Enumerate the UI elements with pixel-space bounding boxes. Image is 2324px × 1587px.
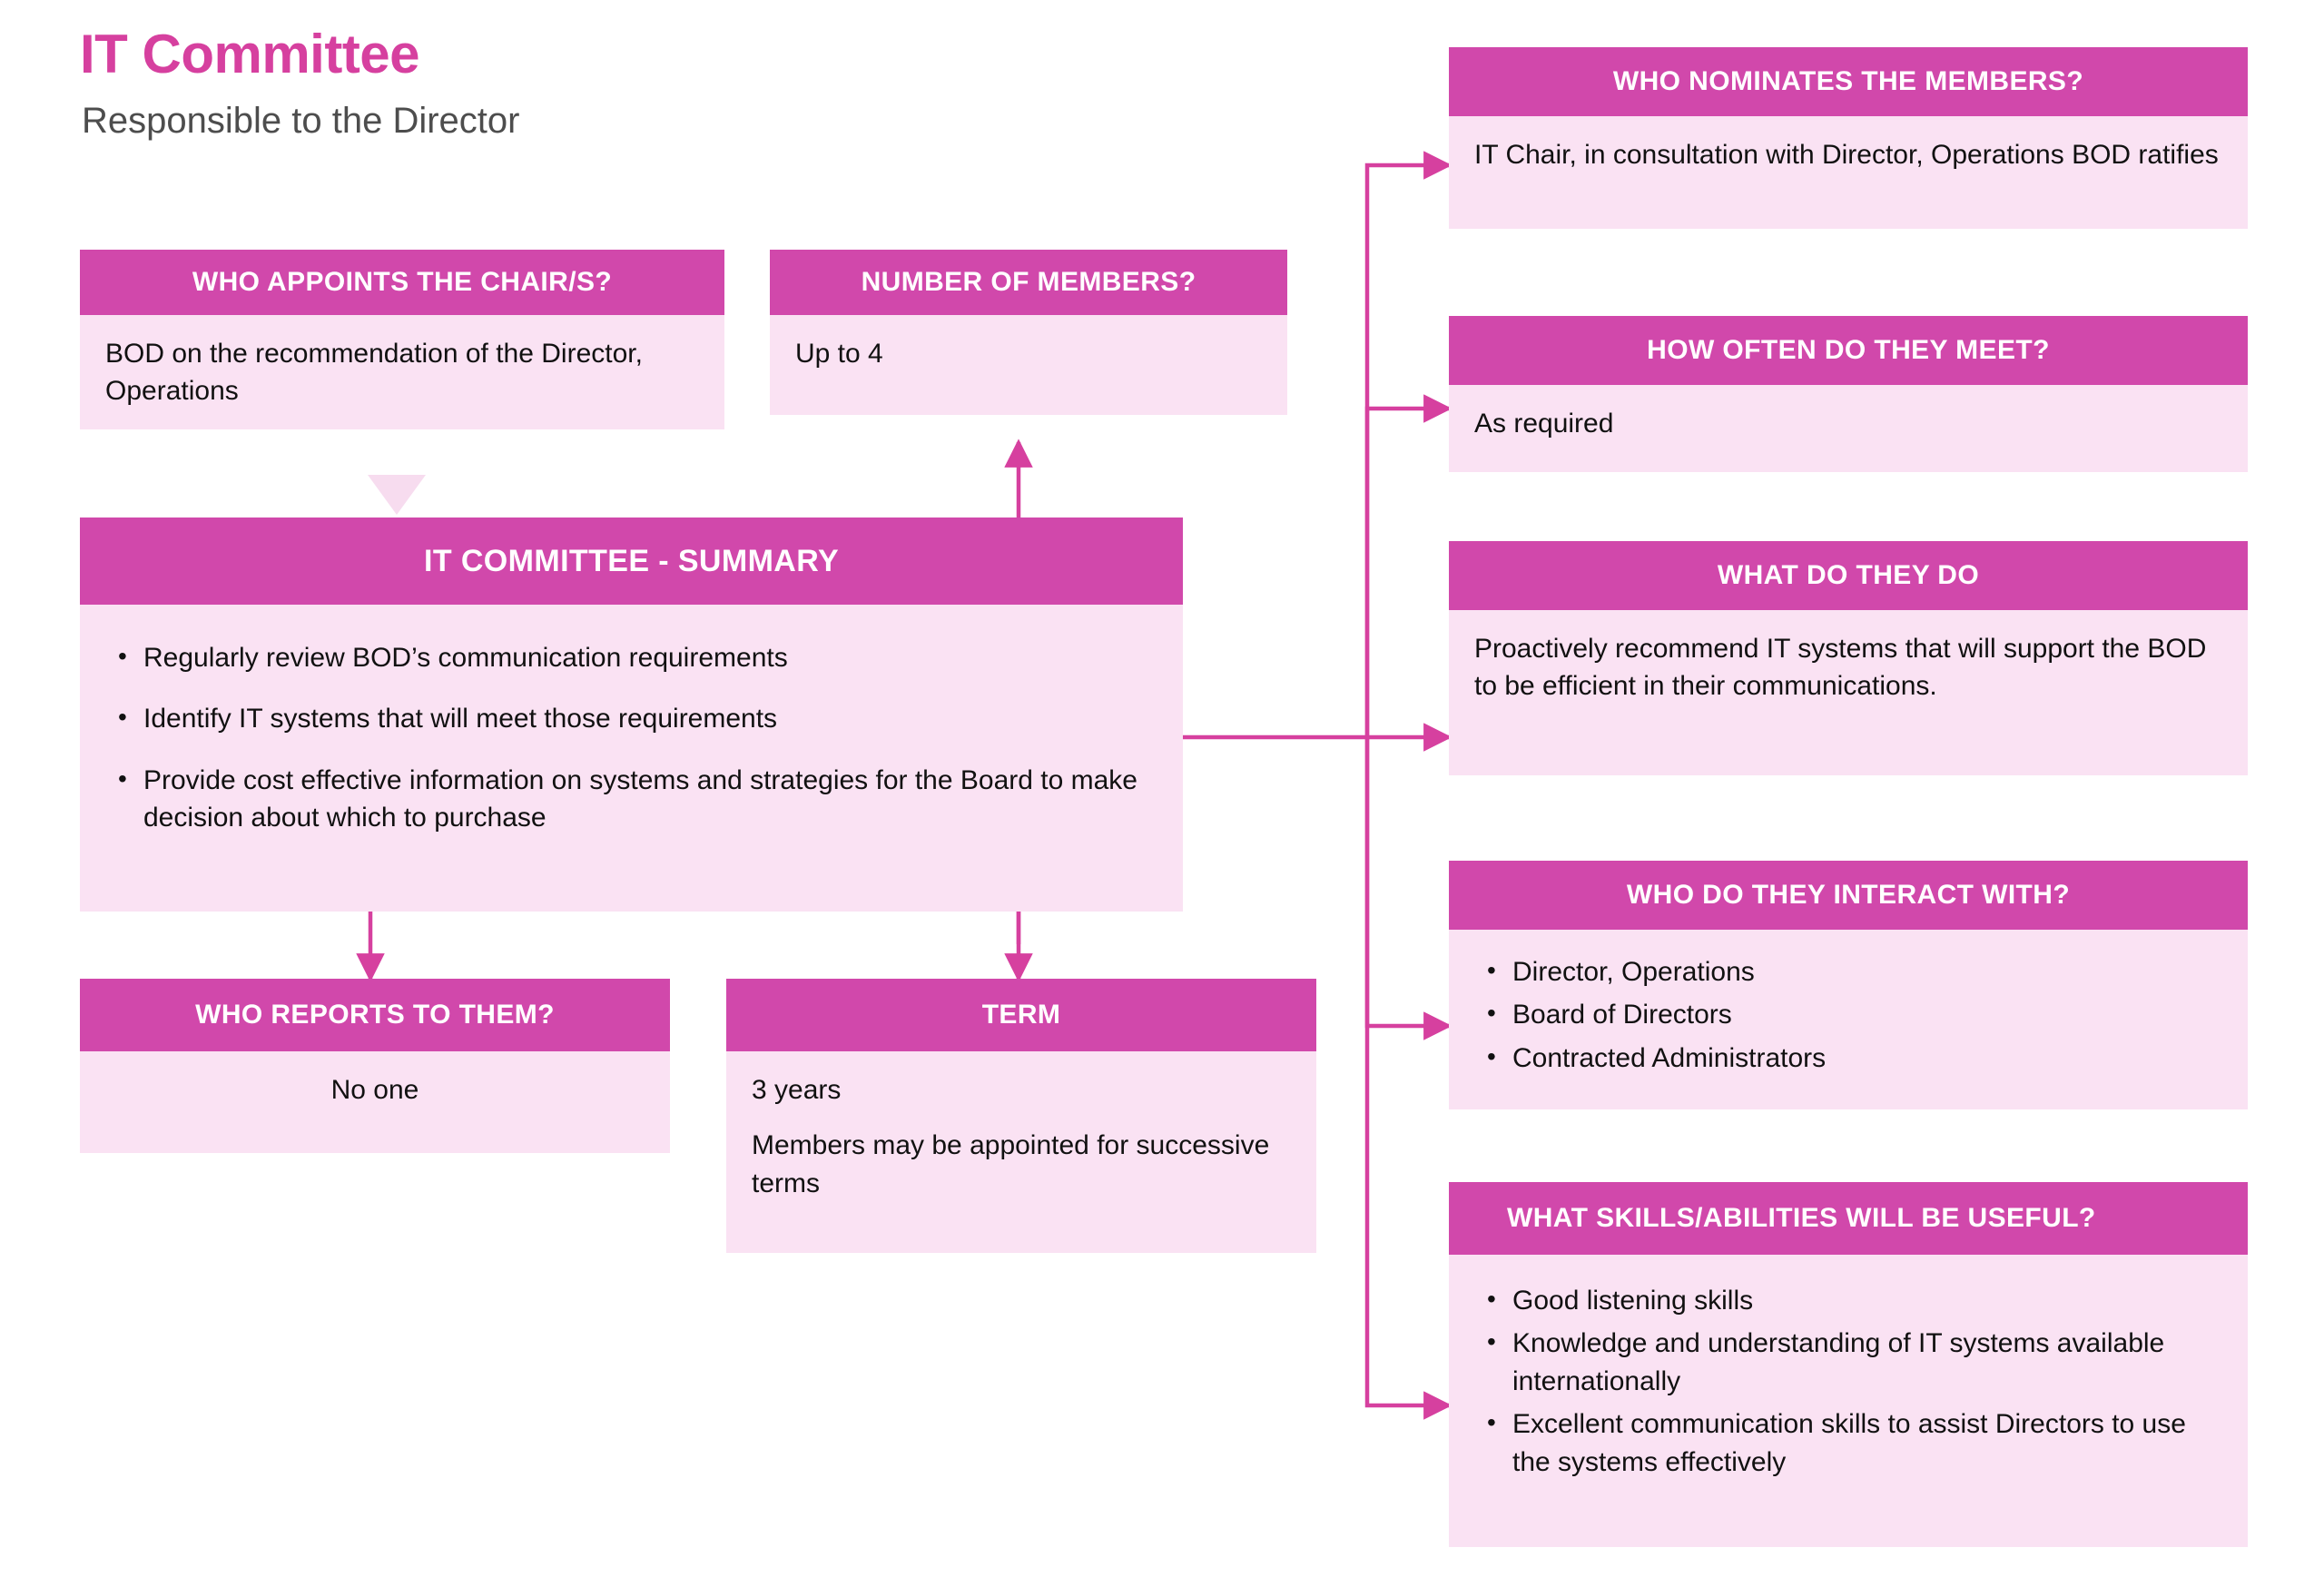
card-what-skills-will-be-useful: WHAT SKILLS/ABILITIES WILL BE USEFUL? Go… [1449, 1182, 2248, 1547]
card-title-how-often: HOW OFTEN DO THEY MEET? [1449, 316, 2248, 385]
card-title-summary: IT COMMITTEE - SUMMARY [80, 518, 1183, 605]
card-number-of-members: NUMBER OF MEMBERS? Up to 4 [770, 250, 1287, 415]
page-title: IT Committee [80, 24, 420, 84]
card-title-term: TERM [726, 979, 1316, 1051]
list-item: Board of Directors [1487, 996, 2222, 1033]
card-body-what-skills: Good listening skills Knowledge and unde… [1449, 1255, 2248, 1547]
summary-bullet-list: Regularly review BOD’s communication req… [105, 639, 1157, 837]
list-item: Knowledge and understanding of IT system… [1487, 1325, 2222, 1400]
card-text-how-often: As required [1474, 409, 1614, 439]
card-body-summary: Regularly review BOD’s communication req… [80, 605, 1183, 912]
card-how-often-do-they-meet: HOW OFTEN DO THEY MEET? As required [1449, 316, 2248, 472]
card-title-what-skills: WHAT SKILLS/ABILITIES WILL BE USEFUL? [1449, 1182, 2248, 1255]
interact-bullet-list: Director, Operations Board of Directors … [1474, 953, 2222, 1077]
card-who-nominates-the-members: WHO NOMINATES THE MEMBERS? IT Chair, in … [1449, 47, 2248, 229]
list-item: Regularly review BOD’s communication req… [118, 639, 1157, 676]
card-body-who-nominates: IT Chair, in consultation with Director,… [1449, 116, 2248, 229]
card-title-who-reports: WHO REPORTS TO THEM? [80, 979, 670, 1051]
list-item: Good listening skills [1487, 1282, 2222, 1319]
card-body-term: 3 years Members may be appointed for suc… [726, 1051, 1316, 1253]
card-title-who-interact: WHO DO THEY INTERACT WITH? [1449, 861, 2248, 930]
list-item: Director, Operations [1487, 953, 2222, 991]
card-body-number-of-members: Up to 4 [770, 315, 1287, 415]
card-body-who-appoints: BOD on the recommendation of the Directo… [80, 315, 724, 429]
list-item: Provide cost effective information on sy… [118, 762, 1157, 837]
card-text-who-reports: No one [330, 1075, 419, 1105]
card-text-term-renewal: Members may be appointed for successive … [752, 1130, 1270, 1198]
card-text-term-duration: 3 years [752, 1075, 842, 1105]
card-text-who-nominates: IT Chair, in consultation with Director,… [1474, 140, 2219, 170]
card-term: TERM 3 years Members may be appointed fo… [726, 979, 1316, 1253]
card-text-number-of-members: Up to 4 [795, 339, 883, 369]
page-subtitle: Responsible to the Director [82, 101, 520, 141]
skills-bullet-list: Good listening skills Knowledge and unde… [1474, 1282, 2222, 1481]
card-text-what-do-they-do: Proactively recommend IT systems that wi… [1474, 634, 2207, 702]
bubble-tail-icon [368, 475, 426, 515]
card-title-what-do-they-do: WHAT DO THEY DO [1449, 541, 2248, 610]
card-title-who-appoints: WHO APPOINTS THE CHAIR/S? [80, 250, 724, 315]
card-it-committee-summary: IT COMMITTEE - SUMMARY Regularly review … [80, 518, 1183, 912]
card-body-what-do-they-do: Proactively recommend IT systems that wi… [1449, 610, 2248, 775]
card-who-appoints-the-chairs: WHO APPOINTS THE CHAIR/S? BOD on the rec… [80, 250, 724, 429]
card-body-who-reports: No one [80, 1051, 670, 1153]
card-text-who-appoints: BOD on the recommendation of the Directo… [105, 339, 643, 407]
card-body-who-interact: Director, Operations Board of Directors … [1449, 930, 2248, 1109]
list-item: Identify IT systems that will meet those… [118, 700, 1157, 737]
list-item: Excellent communication skills to assist… [1487, 1405, 2222, 1481]
card-who-do-they-interact-with: WHO DO THEY INTERACT WITH? Director, Ope… [1449, 861, 2248, 1109]
card-who-reports-to-them: WHO REPORTS TO THEM? No one [80, 979, 670, 1153]
list-item: Contracted Administrators [1487, 1040, 2222, 1077]
card-what-do-they-do: WHAT DO THEY DO Proactively recommend IT… [1449, 541, 2248, 775]
card-title-who-nominates: WHO NOMINATES THE MEMBERS? [1449, 47, 2248, 116]
card-title-number-of-members: NUMBER OF MEMBERS? [770, 250, 1287, 315]
card-body-how-often: As required [1449, 385, 2248, 472]
